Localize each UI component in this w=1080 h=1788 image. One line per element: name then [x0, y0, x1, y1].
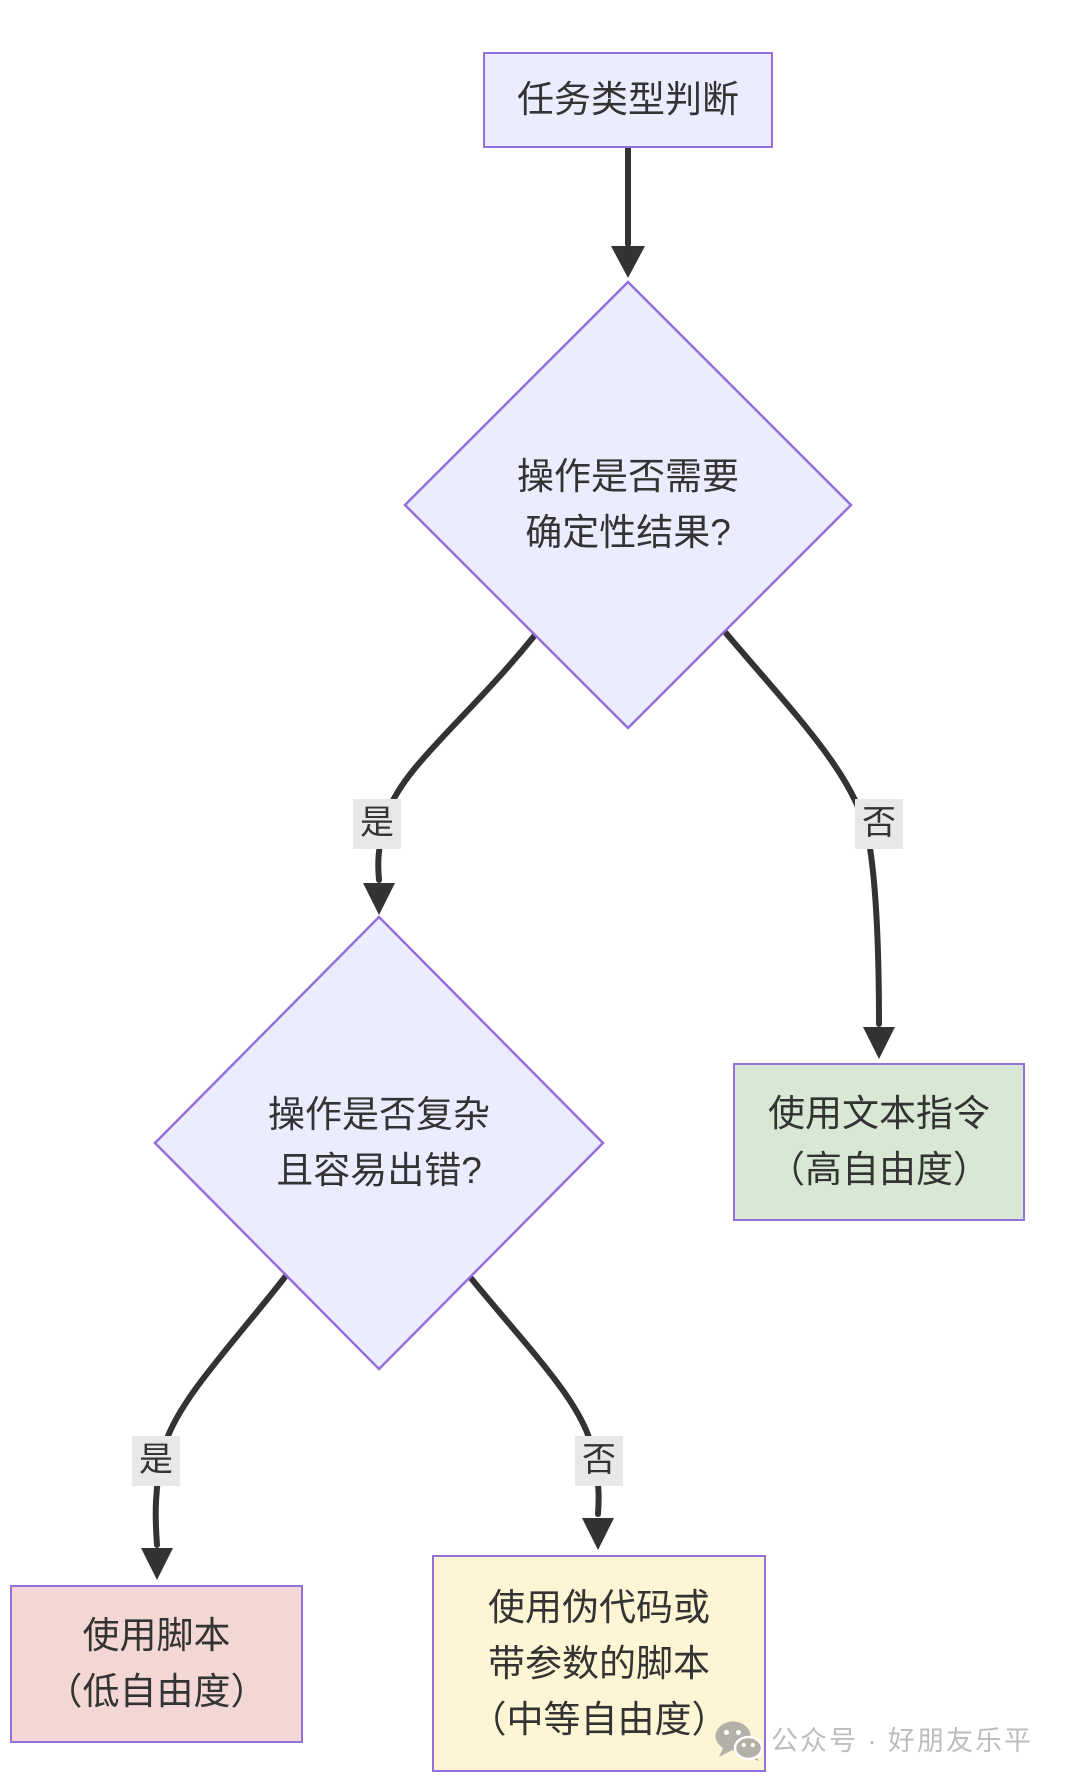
node-use-script-line1: 使用脚本	[82, 1615, 231, 1656]
arrowhead-pseudo	[582, 1518, 614, 1550]
node-use-script-line2: （低自由度）	[45, 1671, 268, 1712]
node-use-script: 使用脚本 （低自由度）	[10, 1585, 303, 1743]
node-pseudocode-line1: 使用伪代码或	[488, 1586, 710, 1628]
node-pseudocode-line3: （中等自由度）	[469, 1698, 729, 1740]
watermark-text: 公众号 · 好朋友乐平	[771, 1726, 1033, 1756]
decision-q1-line2: 确定性结果?	[525, 512, 731, 553]
edge-q2-yes-to-script	[152, 1274, 288, 1548]
edge-q1-yes-to-q2	[375, 632, 538, 883]
node-pseudocode-line2: 带参数的脚本	[488, 1642, 710, 1684]
arrowhead-script	[141, 1548, 173, 1580]
arrowhead-q1	[611, 246, 645, 278]
decision-q1-line1: 操作是否需要	[517, 456, 739, 497]
edge-label-q2-yes: 是	[132, 1436, 180, 1486]
edge-q2-no-to-pseudo	[467, 1274, 602, 1517]
arrowhead-q2	[363, 883, 395, 915]
node-text-instruction-line2: （高自由度）	[768, 1149, 990, 1190]
node-pseudocode: 使用伪代码或 带参数的脚本 （中等自由度）	[432, 1555, 766, 1772]
decision-node-q2	[153, 915, 605, 1371]
node-task-type-label: 任务类型判断	[517, 79, 739, 120]
watermark: 公众号 · 好朋友乐平	[714, 1720, 1033, 1763]
edge-label-q1-yes: 是	[353, 799, 401, 849]
decision-q1-label: 操作是否需要 确定性结果?	[458, 449, 798, 561]
wechat-icon	[715, 1721, 763, 1761]
node-text-instruction-line1: 使用文本指令	[768, 1093, 990, 1134]
node-text-instruction: 使用文本指令 （高自由度）	[733, 1063, 1025, 1221]
decision-q2-label: 操作是否复杂 且容易出错?	[209, 1087, 549, 1199]
node-task-type: 任务类型判断	[483, 52, 773, 148]
edge-label-q2-no: 否	[575, 1436, 623, 1486]
decision-q2-line2: 且容易出错?	[276, 1150, 482, 1191]
arrowhead-free	[863, 1027, 895, 1059]
decision-q2-line1: 操作是否复杂	[268, 1094, 490, 1135]
decision-node-q1	[403, 280, 853, 730]
edge-label-q1-no: 否	[855, 799, 903, 849]
